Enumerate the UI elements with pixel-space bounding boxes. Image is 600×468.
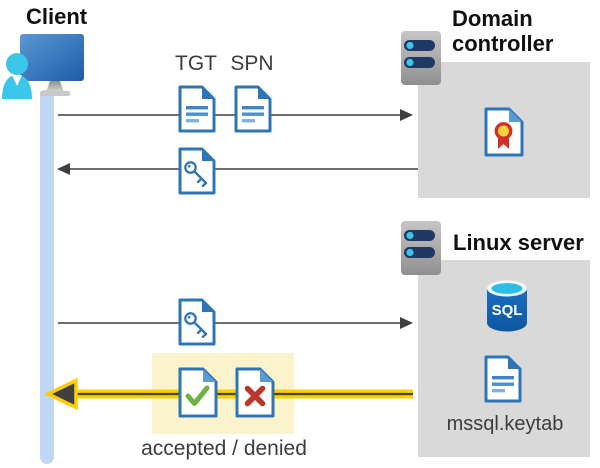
client-title: Client bbox=[26, 4, 88, 29]
tgt-label: TGT bbox=[175, 52, 217, 75]
service-ticket-icon bbox=[178, 147, 216, 195]
sql-database-icon: SQL bbox=[487, 280, 527, 332]
ticket-arrow bbox=[58, 317, 413, 329]
server-icon bbox=[401, 221, 441, 275]
result-label: accepted / denied bbox=[141, 437, 307, 460]
domain-controller-title: Domain controller bbox=[452, 6, 554, 56]
server-icon bbox=[401, 31, 441, 85]
spn-document-icon bbox=[234, 85, 272, 133]
denied-document-icon bbox=[235, 367, 275, 418]
client-timeline-bar bbox=[40, 90, 54, 464]
service-ticket-icon bbox=[178, 298, 216, 346]
request-arrow bbox=[58, 109, 413, 121]
response-arrow bbox=[57, 163, 418, 175]
linux-server-title: Linux server bbox=[453, 230, 584, 255]
certificate-icon bbox=[484, 107, 524, 157]
accepted-document-icon bbox=[178, 367, 218, 418]
result-arrow bbox=[43, 377, 413, 411]
keytab-file-icon bbox=[484, 355, 522, 403]
keytab-file-label: mssql.keytab bbox=[446, 413, 564, 435]
sql-badge-label: SQL bbox=[492, 302, 523, 319]
spn-label: SPN bbox=[230, 52, 274, 75]
tgt-document-icon bbox=[178, 85, 216, 133]
client-workstation-icon bbox=[2, 34, 84, 99]
